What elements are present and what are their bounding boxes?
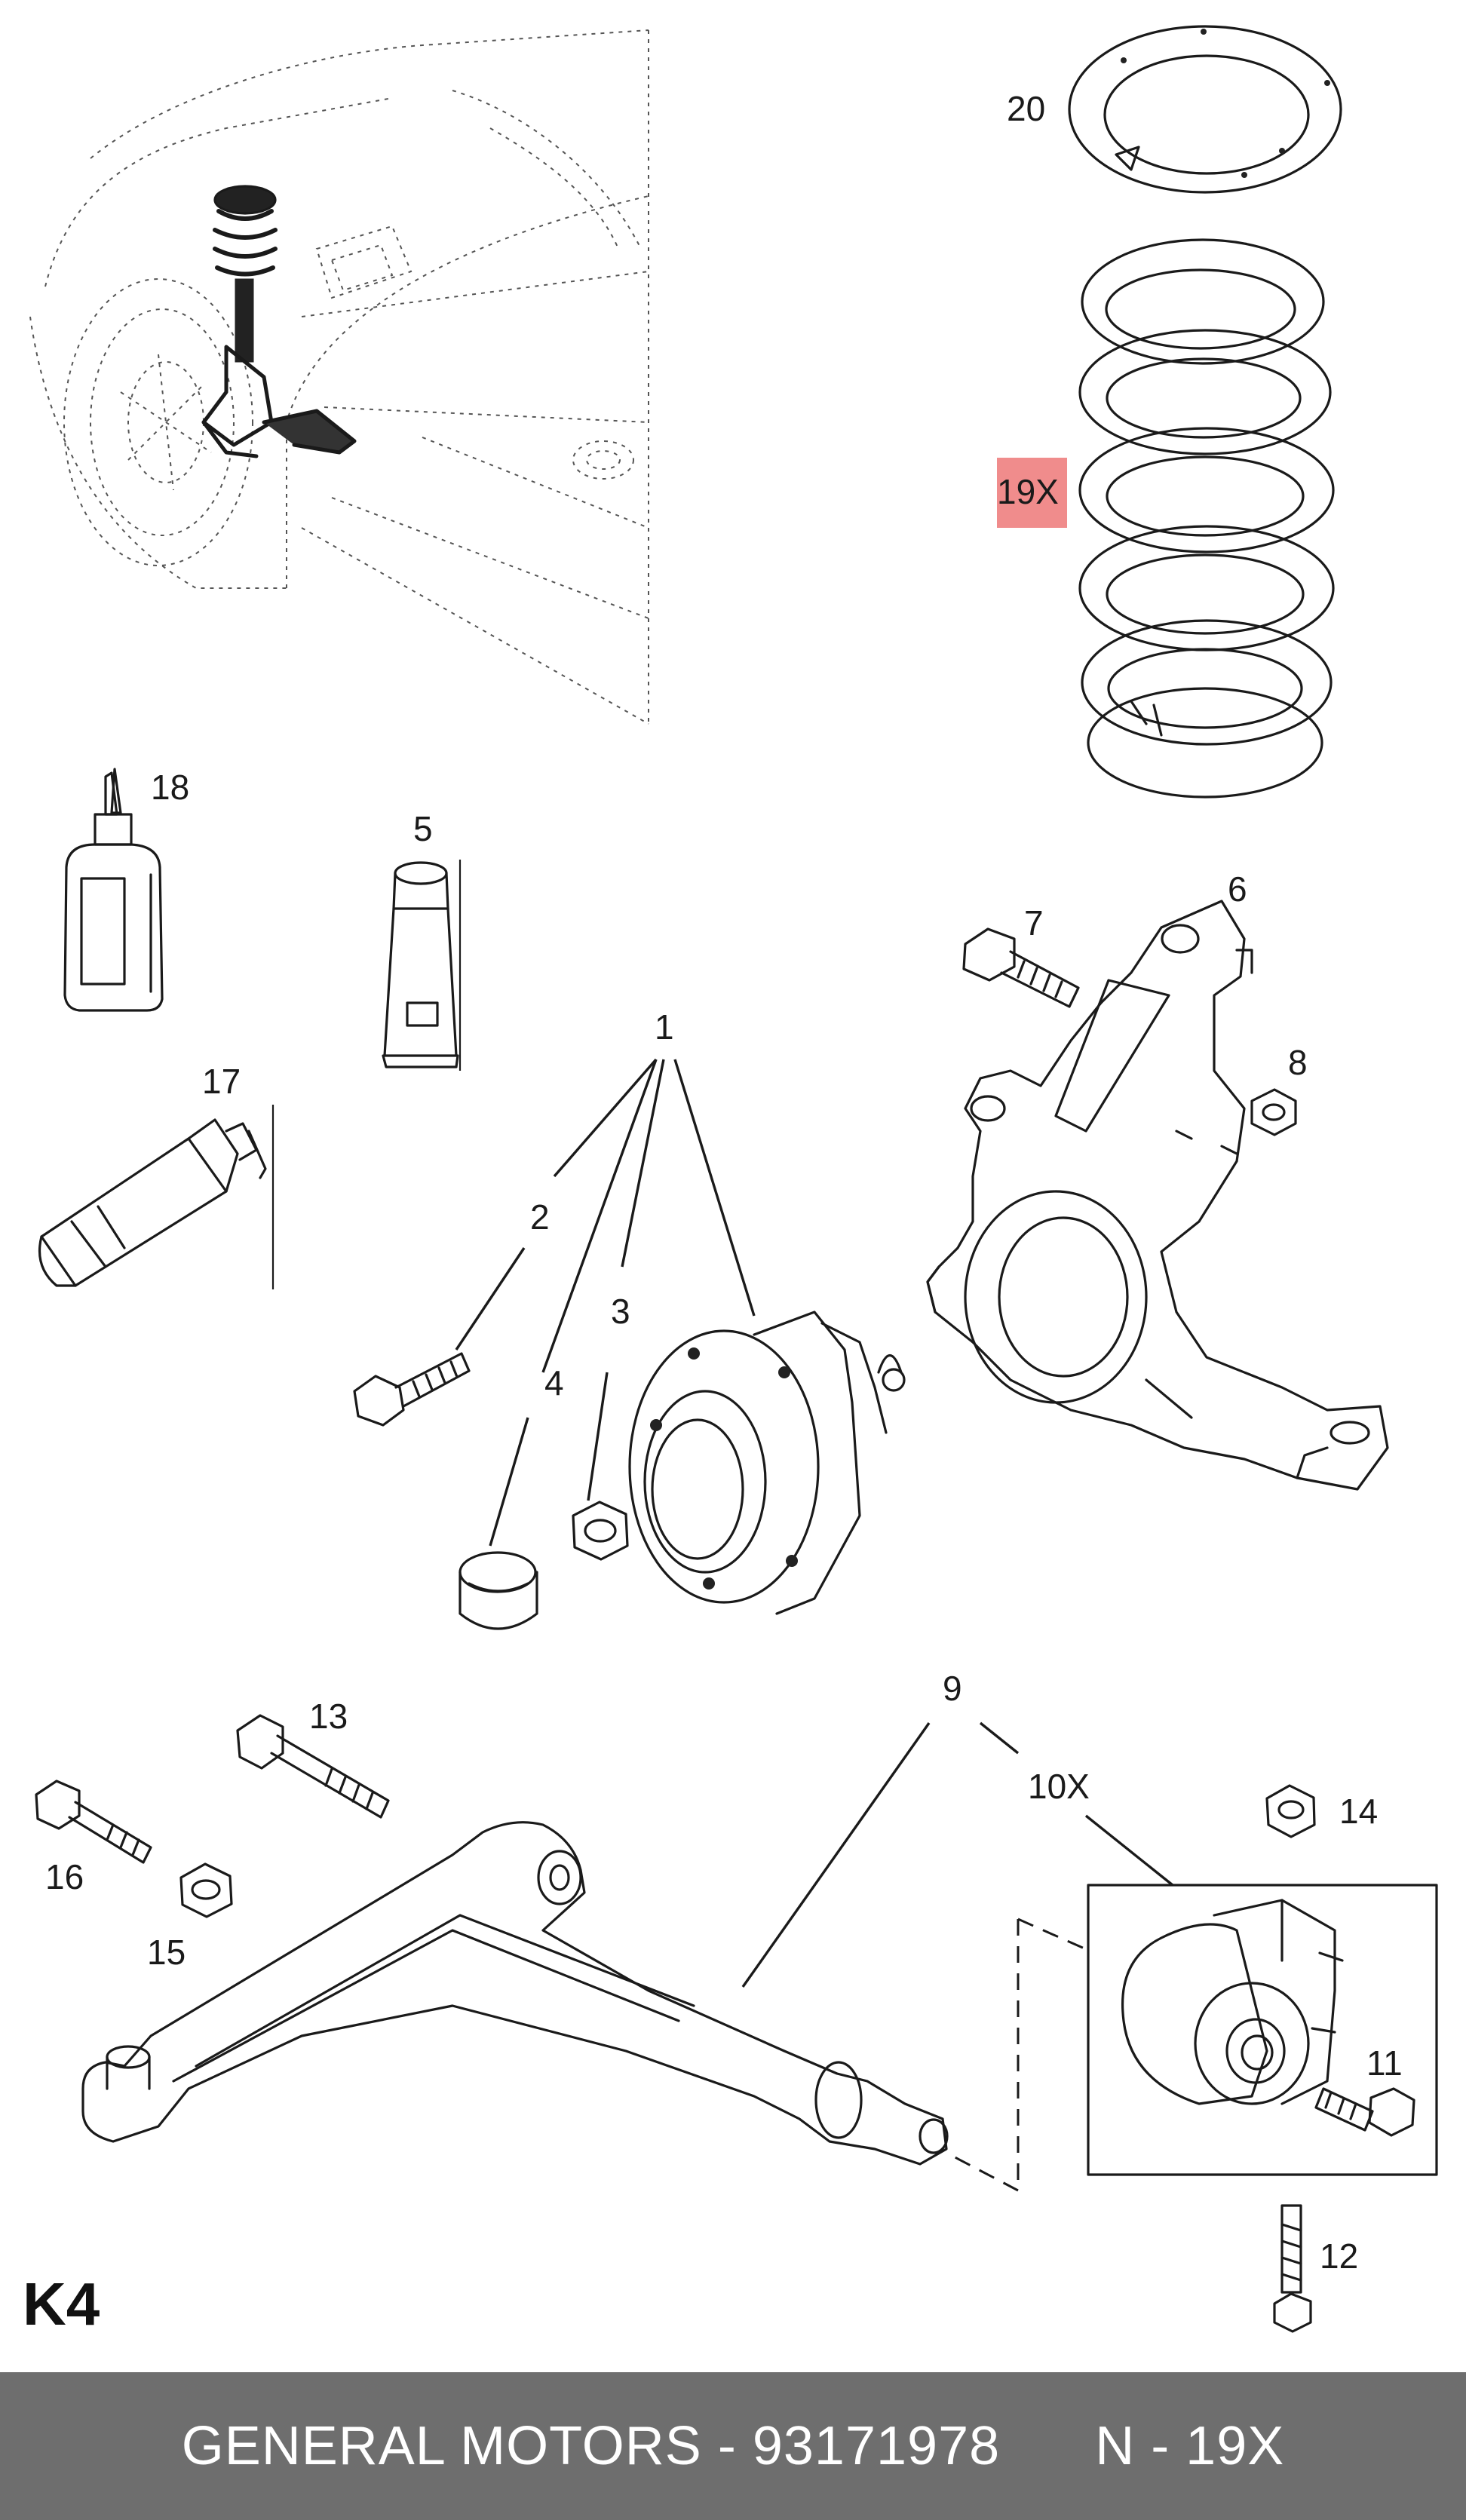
coil-spring-part (1078, 238, 1335, 799)
bolt-13-part (236, 1714, 390, 1819)
callout-17: 17 (202, 1062, 241, 1101)
callout-9: 9 (943, 1669, 962, 1708)
wheel-hub-part (628, 1311, 906, 1615)
fluid-bottle-part (63, 768, 164, 1012)
callout-16: 16 (45, 1857, 84, 1896)
callout-18: 18 (151, 768, 189, 807)
bolt-7-part (962, 927, 1080, 1008)
footer-gap (1000, 2415, 1095, 2477)
callout-3: 3 (611, 1292, 630, 1331)
bolt-16-part (35, 1780, 152, 1864)
callout-6: 6 (1228, 869, 1247, 909)
callout-8: 8 (1288, 1043, 1308, 1082)
callout-13: 13 (309, 1697, 348, 1736)
callout-15: 15 (147, 1933, 186, 1972)
footer-separator: - (701, 2416, 753, 2476)
callout-20: 20 (1007, 89, 1045, 128)
control-arm-part (81, 1821, 949, 2166)
bolt-2-part (353, 1352, 471, 1427)
callout-2: 2 (530, 1197, 550, 1237)
leader-lines (455, 1058, 1174, 1988)
bushing-box (1087, 1884, 1438, 2176)
vehicle-overview (29, 29, 649, 725)
grease-tube-part (382, 860, 462, 1071)
nut-15-part (179, 1862, 233, 1918)
nut-14-part (1265, 1784, 1316, 1838)
sealant-tube-part (38, 1105, 274, 1289)
callout-highlight (997, 458, 1067, 528)
callout-11: 11 (1366, 2043, 1403, 2083)
callout-14: 14 (1339, 1792, 1378, 1831)
callout-7: 7 (1024, 903, 1044, 943)
footer-part-number: 93171978 (752, 2416, 1001, 2476)
nut-8-part (1250, 1088, 1297, 1136)
dust-cap-part (459, 1551, 538, 1630)
alignment-dash (946, 1918, 1087, 2193)
footer-ref: N - 19X (1095, 2416, 1285, 2476)
callout-10x: 10X (1028, 1767, 1090, 1806)
page-code: K4 (23, 2270, 100, 2338)
bolt-12-part (1273, 2204, 1312, 2333)
footer-brand: GENERAL MOTORS (181, 2416, 702, 2476)
footer-bar: GENERAL MOTORS - 93171978 N - 19X (0, 2372, 1466, 2520)
callout-1: 1 (655, 1007, 674, 1047)
hub-nut-part (572, 1501, 629, 1561)
callout-12: 12 (1320, 2236, 1358, 2276)
callout-5: 5 (413, 809, 433, 848)
spring-seat-part (1068, 25, 1342, 194)
bolt-11-part (1314, 2087, 1415, 2137)
callout-4: 4 (544, 1363, 564, 1403)
callout-19x: 19X (997, 472, 1059, 511)
steering-knuckle-part (926, 900, 1389, 1491)
